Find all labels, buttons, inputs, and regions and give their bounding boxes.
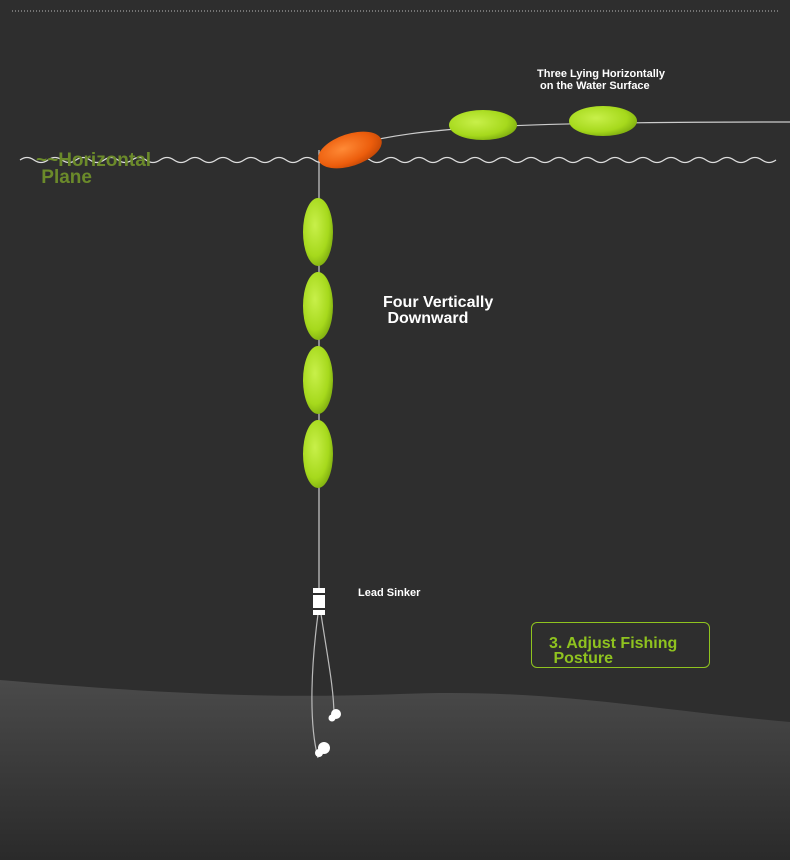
seabed bbox=[0, 680, 790, 860]
float-surface-1 bbox=[449, 110, 517, 140]
horizontal-plane-label: ~~Horizontal Plane bbox=[36, 150, 152, 189]
float-vertical-2 bbox=[303, 272, 333, 340]
bait-lower bbox=[315, 742, 330, 757]
water-surface-wave bbox=[19, 156, 777, 164]
surface-floats-label: Three Lying Horizontally on the Water Su… bbox=[537, 68, 665, 93]
float-vertical-1 bbox=[303, 198, 333, 266]
float-vertical-3 bbox=[303, 346, 333, 414]
fishing-line-surface bbox=[349, 121, 790, 147]
vertical-floats-label: Four Vertically Downward bbox=[383, 294, 494, 327]
adjust-posture-box: 3. Adjust Fishing Posture bbox=[531, 622, 710, 668]
float-vertical-4 bbox=[303, 420, 333, 488]
hook-leader-right bbox=[320, 613, 335, 717]
lead-sinker-label: Lead Sinker bbox=[358, 587, 421, 599]
hook-leader-left bbox=[311, 613, 319, 759]
adjust-posture-label: 3. Adjust Fishing Posture bbox=[549, 635, 678, 668]
lead-sinker bbox=[312, 588, 326, 615]
bait-upper bbox=[328, 709, 341, 722]
float-orange bbox=[318, 131, 382, 169]
float-surface-2 bbox=[569, 106, 637, 136]
